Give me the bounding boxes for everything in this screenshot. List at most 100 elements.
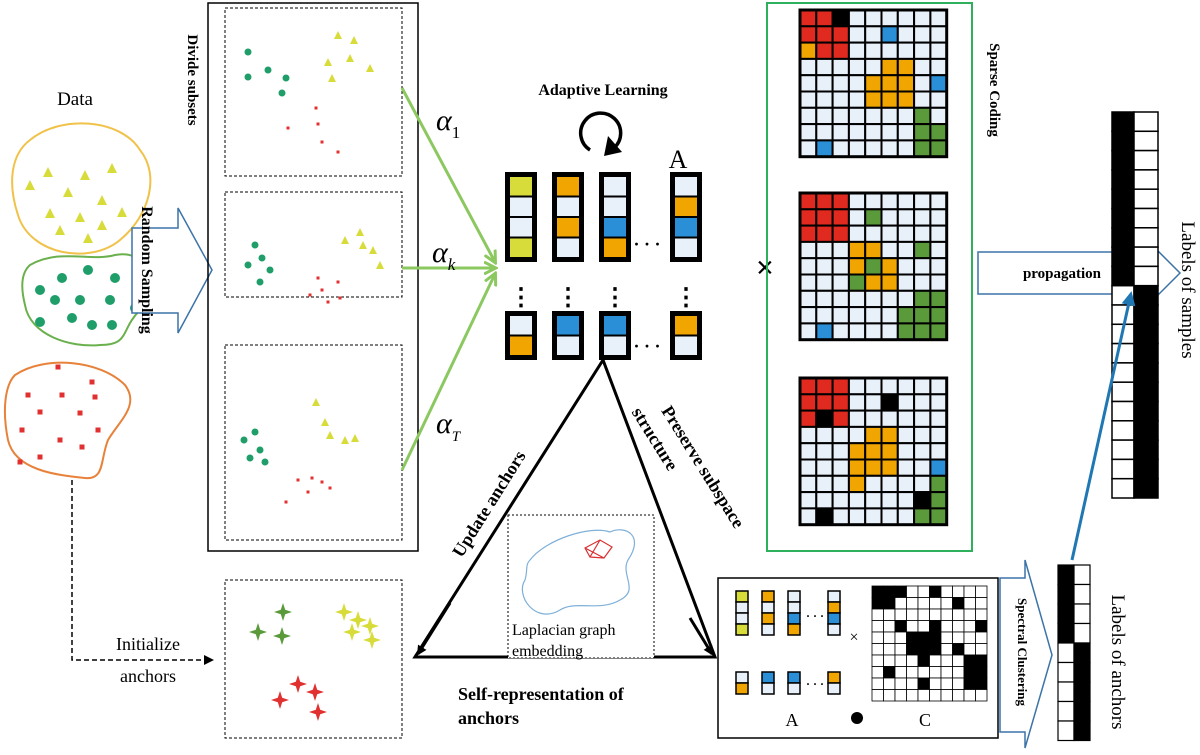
anchor-label-cell	[1057, 603, 1075, 625]
laplacian-graph-icon	[584, 539, 613, 559]
sparse-cell	[815, 393, 834, 412]
sparse-cell	[799, 289, 818, 309]
small-c-cell	[906, 666, 919, 679]
small-c-cell	[883, 643, 896, 656]
small-c-cell	[963, 643, 976, 656]
sparse-cell	[815, 273, 834, 292]
anchor-label-cell	[1057, 681, 1075, 703]
sparse-cell	[880, 192, 899, 211]
matrix-a-column-bottom	[670, 311, 702, 360]
triangle-point	[43, 167, 53, 177]
sparse-cell	[847, 442, 867, 461]
small-c-cell	[917, 620, 930, 633]
alpha-1-arrow	[400, 87, 495, 262]
sparse-cell	[815, 106, 834, 126]
sparse-cell	[831, 224, 850, 243]
star-point	[309, 703, 327, 721]
sparse-cell	[847, 273, 867, 292]
triangle-point	[341, 236, 349, 244]
small-c-cell	[929, 689, 942, 702]
sparse-cell	[929, 25, 948, 44]
sparse-cell	[864, 393, 883, 412]
sparse-cell	[896, 289, 916, 309]
matrix-a-column-top	[670, 172, 702, 262]
sample-label-cell	[1133, 227, 1159, 248]
sparse-cell	[799, 425, 818, 445]
sparse-cell	[880, 139, 899, 158]
subsets-frame	[207, 2, 419, 552]
spectral-clustering-arrow	[999, 559, 1053, 749]
anchor-label-cell	[1073, 622, 1091, 644]
sparse-cell	[896, 25, 916, 44]
divide-subsets-label: Divide subsets	[184, 34, 200, 125]
matrix-a-cell	[673, 334, 699, 357]
sparse-cell	[831, 273, 850, 292]
sample-label-cell	[1111, 265, 1135, 287]
sparse-cell	[815, 25, 834, 44]
sample-label-cell	[1133, 130, 1159, 152]
sample-label-cell	[1133, 207, 1159, 229]
sparse-cell	[815, 306, 834, 325]
small-c-cell	[940, 631, 953, 644]
subset-panel-2	[224, 191, 403, 298]
sample-label-cell	[1111, 458, 1135, 480]
circle-point	[256, 278, 264, 286]
circle-point	[266, 266, 274, 274]
sparse-cell	[929, 425, 948, 445]
matrix-a-column-bottom	[599, 311, 631, 360]
triangle-point	[376, 261, 384, 269]
matrix-a-vdots-4: ⋮	[674, 285, 698, 311]
sparse-cell	[880, 507, 899, 526]
laplacian-manifold	[521, 529, 635, 615]
sparse-cell	[880, 393, 899, 412]
sparse-cell	[799, 25, 818, 44]
matrix-a-vdots-1: ⋮	[509, 285, 533, 311]
sparse-cell	[929, 257, 948, 276]
sparse-cell	[815, 208, 834, 227]
small-c-cell	[963, 597, 976, 610]
small-c-cell	[894, 597, 907, 610]
small-c-cell	[894, 689, 907, 702]
sparse-cell	[929, 106, 948, 126]
small-a-cell	[761, 671, 775, 684]
sparse-cell	[896, 224, 916, 243]
sparse-cell	[929, 273, 948, 292]
sparse-cell	[831, 123, 850, 142]
sparse-cell	[815, 90, 834, 109]
sparse-cell	[929, 474, 948, 494]
sparse-cell	[929, 208, 948, 227]
sample-label-cell	[1111, 188, 1135, 210]
sparse-cell	[929, 57, 948, 77]
sparse-cell	[929, 491, 948, 510]
small-c-cell	[894, 585, 907, 598]
square-point	[328, 486, 332, 490]
sparse-cell	[896, 257, 916, 276]
sparse-cell	[847, 257, 867, 276]
sparse-cell	[831, 139, 850, 158]
sparse-cell	[847, 90, 867, 109]
small-c-cell	[929, 608, 942, 621]
sparse-cell	[799, 377, 818, 396]
sparse-cell	[896, 474, 916, 494]
sparse-cell	[896, 425, 916, 445]
sample-label-cell	[1133, 111, 1159, 133]
adaptive-loop-arrowhead	[604, 136, 622, 156]
triangle-point	[75, 212, 85, 222]
small-c-cell	[906, 677, 919, 690]
sparse-cell	[847, 74, 867, 93]
square-point	[338, 296, 342, 300]
triangle-point	[25, 180, 35, 190]
star-point	[289, 675, 307, 693]
small-matrix-c	[871, 585, 988, 702]
alpha-k-label: αk	[432, 236, 456, 274]
sparse-cell	[880, 322, 899, 341]
sparse-cell	[896, 192, 916, 211]
matrix-a-column-top	[552, 172, 584, 262]
square-point	[336, 150, 340, 154]
circle-point	[256, 446, 264, 454]
matrix-a-hdots-bottom: · · ·	[633, 336, 660, 356]
anchor-label-cell	[1057, 700, 1075, 722]
self-rep-label-1: Self-representation of	[458, 684, 625, 704]
sparse-cell	[913, 491, 932, 510]
small-c-cell	[952, 643, 965, 656]
